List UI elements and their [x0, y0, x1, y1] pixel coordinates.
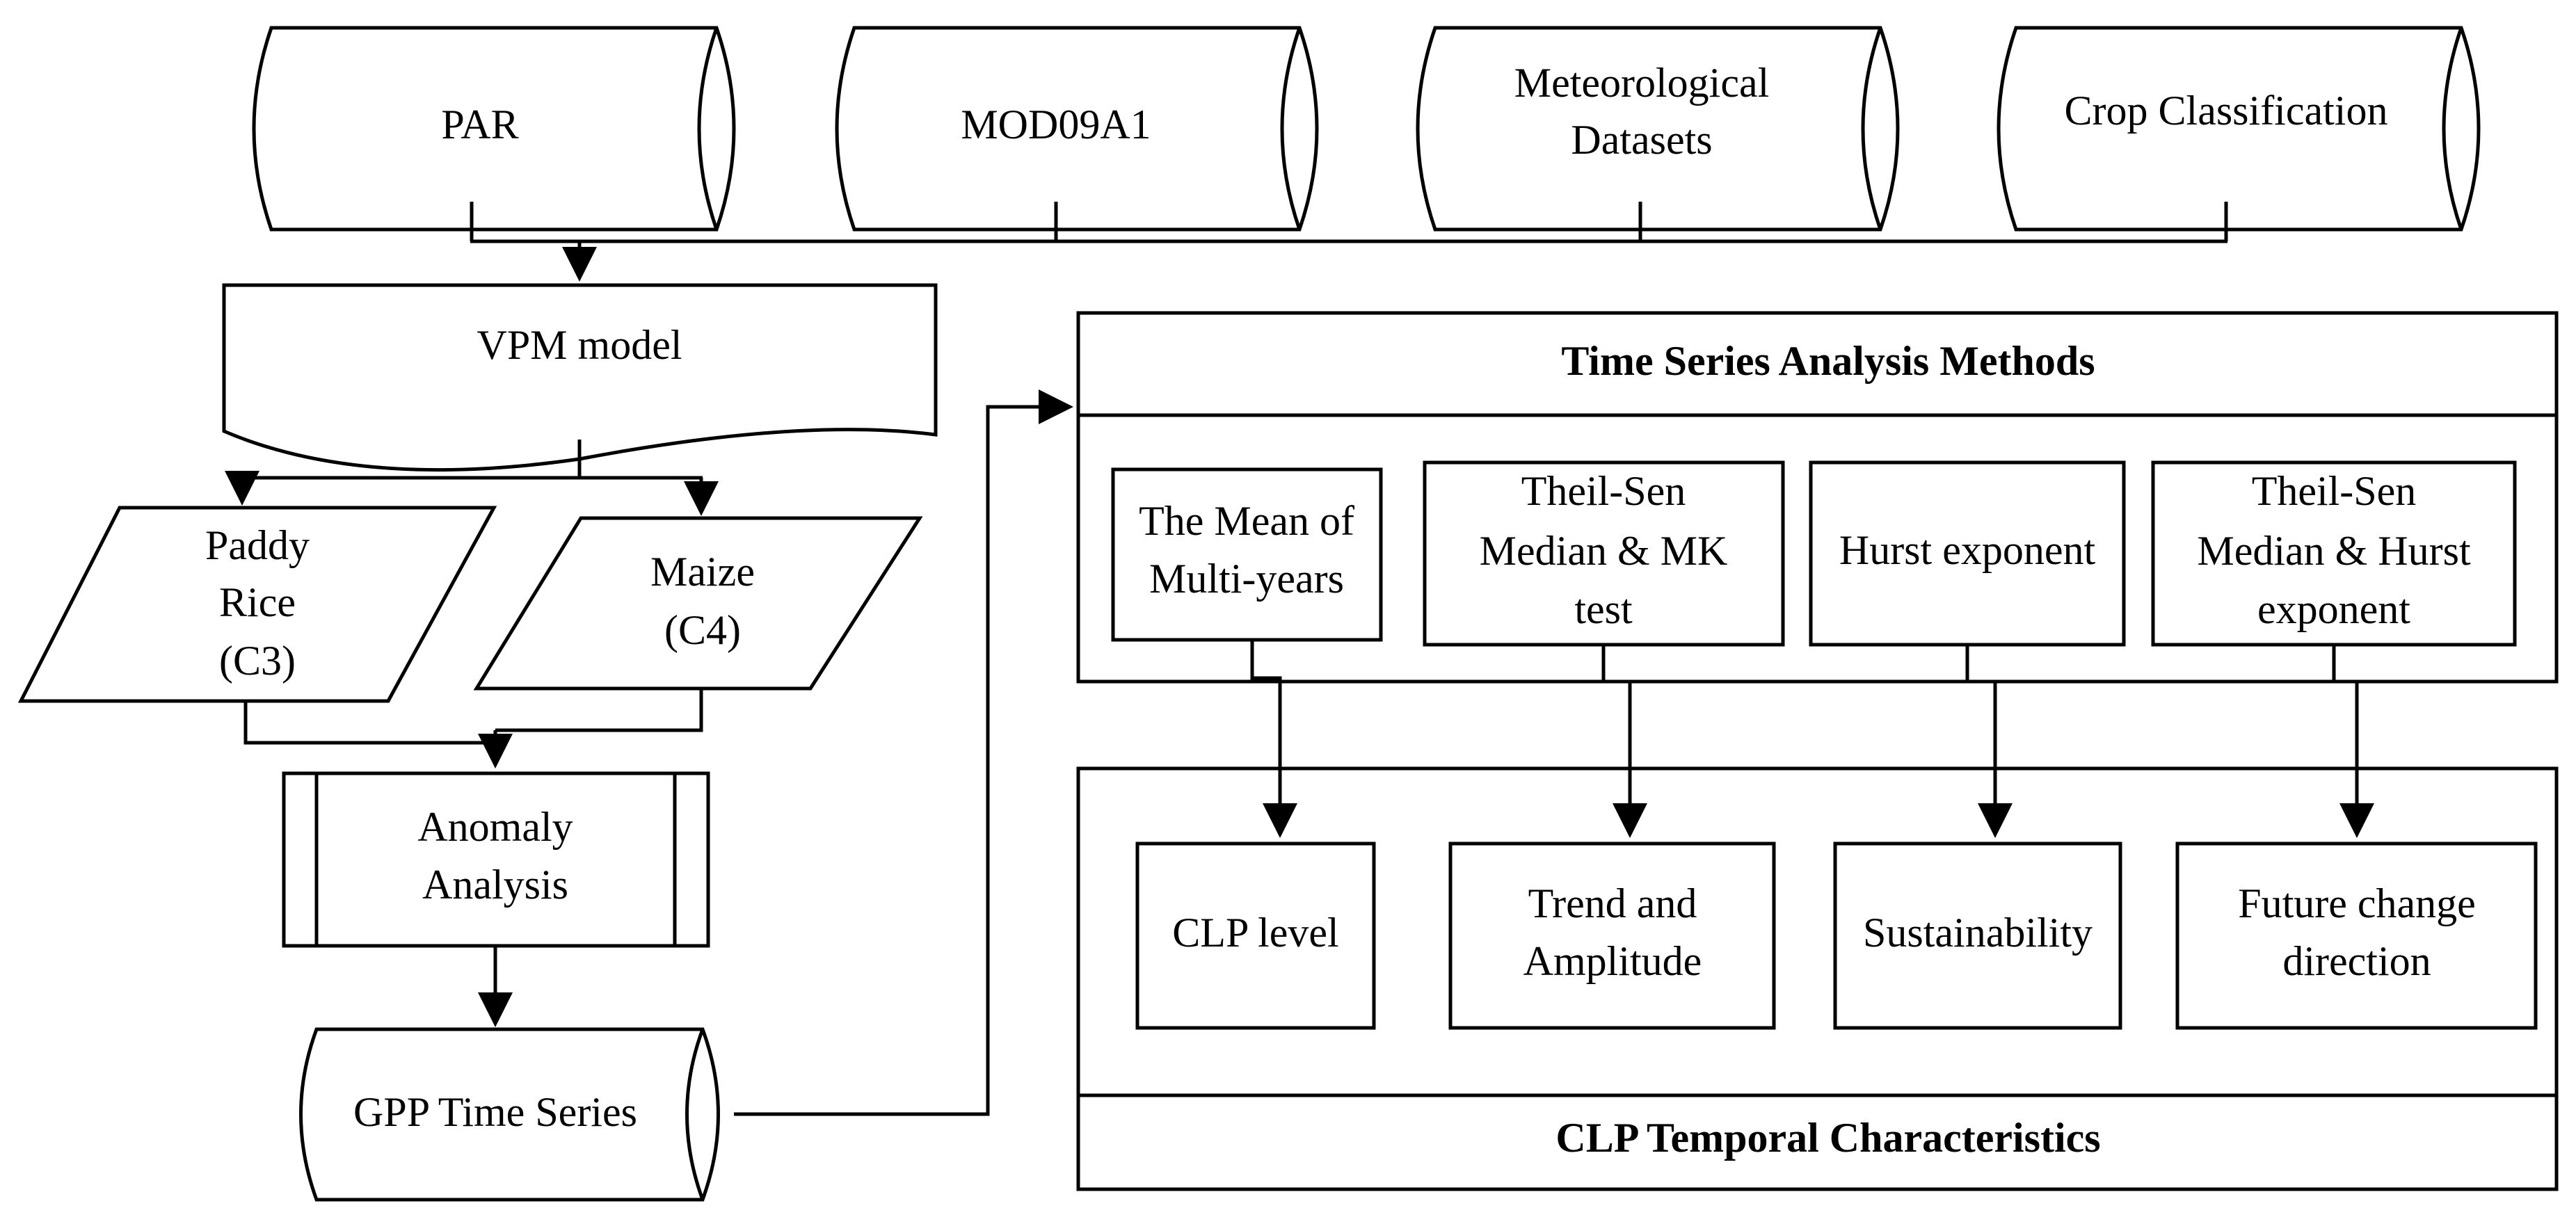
method-theil-hurst-label-1: Theil-Sen [2252, 468, 2417, 514]
input-meteo-label-2: Datasets [1571, 117, 1712, 163]
characteristic-trend-label-1: Trend and [1528, 880, 1697, 926]
gpp-time-series: GPP Time Series [299, 1027, 720, 1202]
characteristic-trend-amplitude: Trend and Amplitude [1448, 842, 1776, 1030]
characteristic-sustainability: Sustainability [1833, 842, 2122, 1030]
characteristic-trend-label-2: Amplitude [1523, 938, 1702, 984]
characteristic-clp-level: CLP level [1135, 842, 1376, 1030]
characteristic-future-direction: Future change direction [2175, 842, 2538, 1030]
crop-rice-label-2: Rice [219, 579, 296, 625]
method-theil-sen-mk: Theil-Sen Median & MK test [1423, 460, 1785, 647]
method-theil-hurst-label-2: Median & Hurst [2197, 528, 2471, 574]
method-theil-mk-label-1: Theil-Sen [1521, 468, 1686, 514]
method-hurst-exponent: Hurst exponent [1809, 460, 2126, 647]
method-to-characteristic-arrows [1250, 640, 2374, 838]
gpp-to-methods-arrow [734, 389, 1073, 1116]
method-theil-hurst-label-3: exponent [2257, 586, 2410, 632]
crop-rice-label-3: (C3) [219, 638, 296, 684]
vpm-connectors [225, 440, 719, 516]
method-theil-mk-label-2: Median & MK [1480, 528, 1728, 574]
input-par: PAR [252, 26, 736, 232]
crop-maize: Maize (C4) [473, 516, 923, 691]
characteristic-future-label-2: direction [2282, 938, 2431, 984]
crop-maize-label-1: Maize [650, 549, 755, 595]
method-mean-label-2: Multi-years [1149, 556, 1344, 602]
input-connectors [470, 202, 2228, 282]
characteristics-panel: CLP Temporal Characteristics CLP level T… [1076, 766, 2559, 1191]
methods-title: Time Series Analysis Methods [1561, 338, 2095, 384]
vpm-model-label: VPM model [477, 322, 682, 368]
anomaly-label-2: Analysis [422, 862, 568, 908]
crop-connectors [243, 688, 703, 768]
input-meteorological-datasets: Meteorological Datasets [1416, 26, 1900, 232]
input-mod09a1-label: MOD09A1 [961, 102, 1151, 147]
characteristic-sustainability-label: Sustainability [1863, 910, 2093, 956]
anomaly-analysis: Anomaly Analysis [282, 771, 710, 948]
method-theil-sen-hurst: Theil-Sen Median & Hurst exponent [2151, 460, 2517, 647]
methods-panel: Time Series Analysis Methods The Mean of… [1076, 311, 2559, 684]
crop-maize-label-2: (C4) [664, 607, 741, 653]
crop-paddy-rice: Paddy Rice (C3) [17, 506, 497, 703]
method-theil-mk-label-3: test [1574, 586, 1633, 632]
characteristic-future-label-1: Future change [2238, 880, 2476, 926]
method-hurst-label: Hurst exponent [1839, 527, 2096, 573]
characteristics-title: CLP Temporal Characteristics [1555, 1115, 2100, 1161]
crop-rice-label-1: Paddy [205, 522, 310, 568]
method-mean-multi-years: The Mean of Multi-years [1111, 467, 1383, 642]
gpp-label: GPP Time Series [353, 1089, 637, 1135]
anomaly-label-1: Anomaly [417, 804, 573, 850]
input-crop-classification: Crop Classification [1997, 26, 2481, 232]
input-crop-label: Crop Classification [2065, 88, 2388, 134]
vpm-model: VPM model [222, 283, 938, 472]
input-mod09a1: MOD09A1 [835, 26, 1319, 232]
method-mean-label-1: The Mean of [1139, 498, 1354, 544]
input-meteo-label-1: Meteorological [1514, 60, 1770, 106]
characteristic-level-label: CLP level [1172, 910, 1338, 956]
input-par-label: PAR [441, 102, 518, 147]
